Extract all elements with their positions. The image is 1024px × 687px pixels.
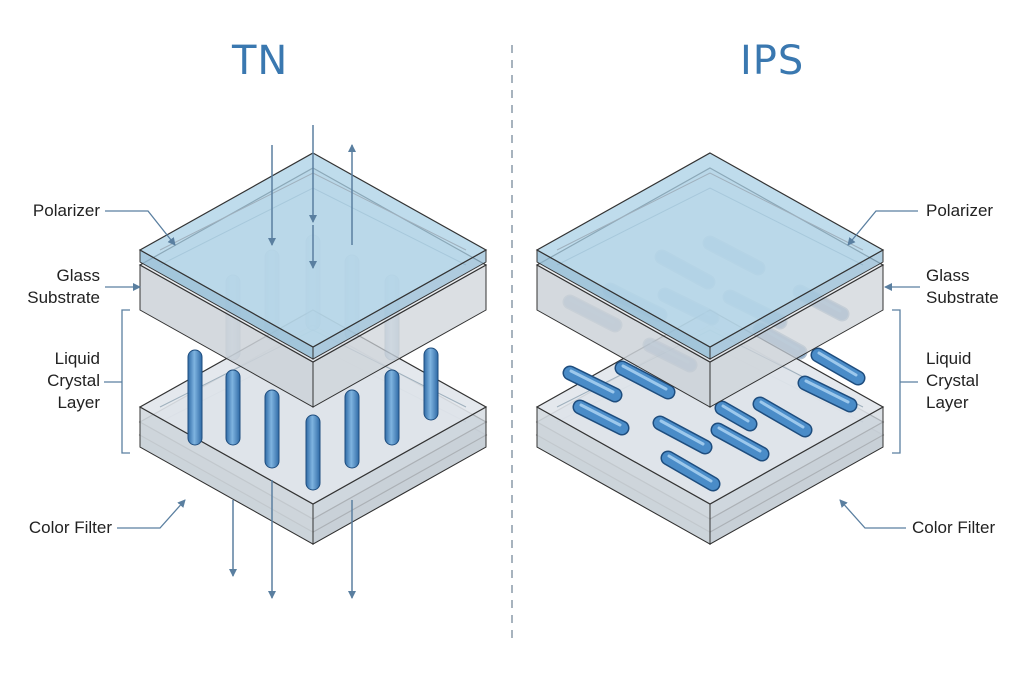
ips-polarizer	[535, 152, 885, 360]
ips-liquid-crystal-rod-highlight	[659, 419, 705, 446]
ips-liquid-crystal-rod-highlight	[569, 369, 615, 394]
slab-inner-edge	[556, 172, 864, 251]
label-line: Crystal	[926, 371, 979, 390]
ips-liquid-crystal-rod-highlight	[759, 400, 805, 429]
label-line: Layer	[57, 393, 100, 412]
ips-title: IPS	[740, 38, 805, 84]
label-line: Substrate	[926, 288, 999, 307]
tn-liquid-crystal-rod	[305, 414, 321, 491]
ips-polarizer-leader	[847, 210, 918, 246]
ips-polarizer-label: Polarizer	[926, 201, 994, 220]
ips-liquid-crystal-rod	[574, 401, 628, 434]
tn-liquid-crystal-rod	[264, 389, 280, 469]
ips-liquid-crystal-rod-highlight	[817, 351, 858, 377]
tn-liquid-crystal-rod	[384, 369, 400, 446]
ips-lc-bracket	[892, 309, 901, 454]
ips-liquid-crystal-rod	[712, 424, 768, 460]
tn-color-filter-label: Color Filter	[28, 518, 112, 537]
ips-liquid-crystal-rod	[754, 398, 811, 436]
tn-liquid-crystal-rod	[225, 369, 241, 446]
tn-liquid-crystal-rod	[344, 389, 360, 469]
label-line: Liquid	[926, 349, 972, 368]
slab-top-face	[535, 152, 885, 348]
tn-polarizer-label: Polarizer	[32, 201, 100, 220]
label-line: Glass	[926, 266, 970, 285]
label-line: Crystal	[47, 371, 100, 390]
ips-liquid-crystal-rod	[812, 349, 864, 384]
label-line: Liquid	[54, 349, 100, 368]
tn-color-filter-leader	[117, 499, 186, 529]
tn-liquid-crystal-rod	[423, 347, 439, 421]
ips-liquid-crystal-rod-highlight	[621, 364, 668, 391]
ips-liquid-crystal-rod-highlight	[579, 403, 622, 427]
tn-liquid-crystal-rod	[187, 349, 203, 446]
tn-title: TN	[232, 38, 289, 84]
tn-polarizer-leader	[105, 210, 176, 246]
ips-liquid-crystal-rod	[564, 367, 621, 401]
label-line: Layer	[926, 393, 969, 412]
ips-liquid-crystal-rod-highlight	[721, 404, 750, 423]
ips-liquid-crystal-rod-highlight	[667, 454, 713, 483]
ips-color-filter-label: Color Filter	[912, 518, 996, 537]
label-line: Substrate	[27, 288, 100, 307]
label-line: Glass	[56, 266, 100, 285]
ips-liquid-crystal-rod	[662, 452, 719, 490]
ips-color-filter-leader	[839, 499, 906, 529]
ips-liquid-crystal-rod-highlight	[717, 426, 762, 453]
tn-lc-bracket	[121, 309, 130, 454]
ips-liquid-crystal-rod-highlight	[804, 379, 850, 404]
ips-liquid-crystal-rod	[799, 377, 856, 411]
ips-liquid-crystal-rod	[616, 362, 674, 398]
ips-liquid-crystal-rod	[654, 417, 711, 453]
ips-liquid-crystal-rod	[716, 402, 756, 430]
